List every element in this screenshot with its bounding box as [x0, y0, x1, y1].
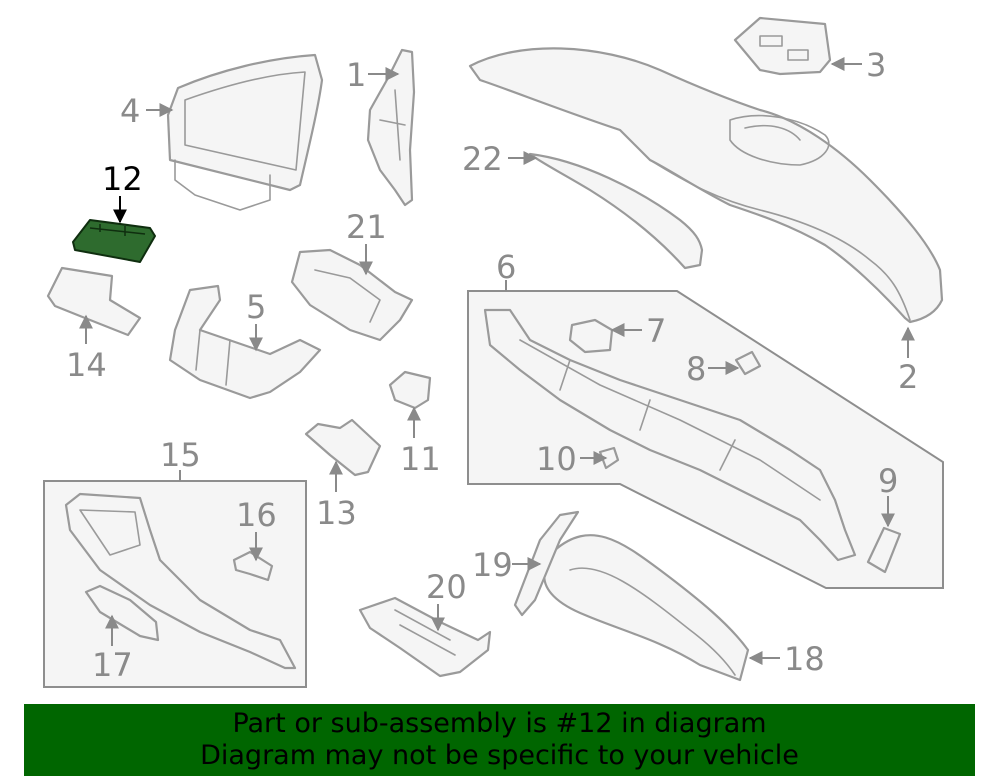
callout-2: 2	[898, 358, 918, 396]
part-5	[168, 284, 322, 400]
banner-line-1: Part or sub-assembly is #12 in diagram	[232, 708, 767, 739]
part-19	[513, 510, 580, 617]
callout-16: 16	[236, 496, 277, 534]
part-9	[866, 526, 902, 574]
callout-15: 15	[160, 436, 201, 474]
part-14	[46, 266, 142, 337]
callout-12: 12	[102, 160, 143, 198]
part-12-highlighted	[72, 219, 156, 263]
callout-13: 13	[316, 494, 357, 532]
callout-3: 3	[866, 46, 886, 84]
part-20	[358, 596, 492, 678]
callout-14: 14	[66, 346, 107, 384]
part-instrument-panel	[468, 47, 944, 324]
callout-22: 22	[462, 140, 503, 178]
part-15	[64, 492, 297, 670]
part-dash-trim-22	[528, 152, 704, 270]
callout-8: 8	[686, 350, 706, 388]
part-21	[290, 248, 414, 342]
callout-20: 20	[426, 568, 467, 606]
part-3	[733, 16, 832, 76]
callout-9: 9	[878, 462, 898, 500]
callout-1: 1	[346, 56, 366, 94]
notice-banner: Part or sub-assembly is #12 in diagram D…	[24, 704, 975, 776]
callout-17: 17	[92, 646, 133, 684]
part-13	[304, 418, 382, 477]
part-6	[483, 308, 857, 562]
part-18	[543, 534, 750, 682]
callout-4: 4	[120, 92, 140, 130]
callout-19: 19	[472, 546, 513, 584]
banner-line-2: Diagram may not be specific to your vehi…	[200, 740, 799, 771]
part-4	[166, 53, 324, 211]
callout-5: 5	[246, 288, 266, 326]
callout-11: 11	[400, 440, 441, 478]
part-8	[734, 350, 762, 376]
callout-10: 10	[536, 440, 577, 478]
part-11	[388, 370, 432, 410]
callout-6: 6	[496, 248, 516, 286]
callout-21: 21	[346, 208, 387, 246]
callout-18: 18	[784, 640, 825, 678]
callout-7: 7	[646, 312, 666, 350]
part-1	[366, 48, 416, 207]
part-7	[568, 318, 614, 354]
